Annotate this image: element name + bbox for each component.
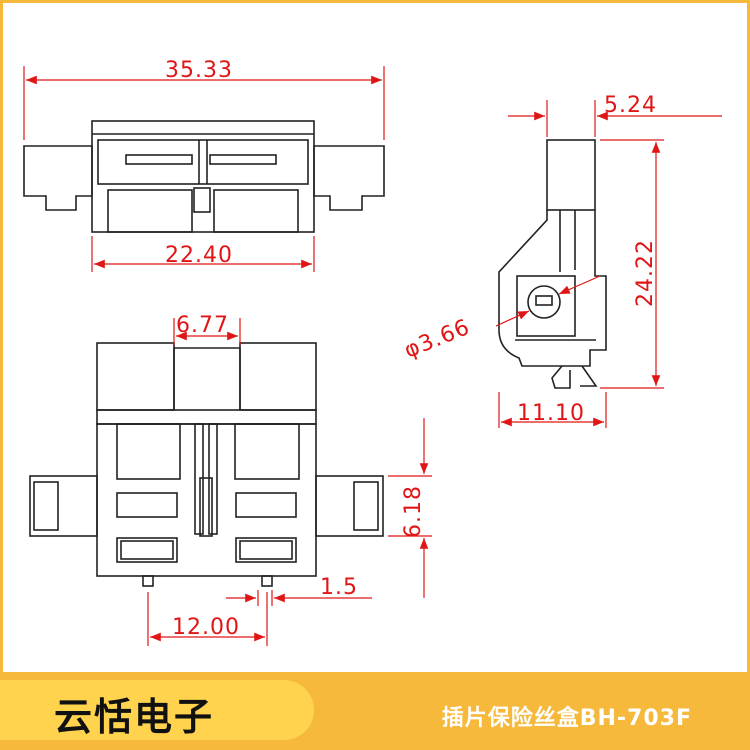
top-view <box>23 120 385 233</box>
dim-pin-pitch: 12.00 <box>172 615 240 640</box>
front-view <box>29 342 384 587</box>
dim-top-width: 35.33 <box>165 58 233 83</box>
brand-badge <box>0 680 314 740</box>
side-view <box>498 139 607 389</box>
dim-side-height: 24.22 <box>633 239 658 307</box>
dim-side-width: 5.24 <box>604 93 657 118</box>
dim-front-height: 6.18 <box>401 485 426 538</box>
side-view-dimensions <box>495 100 722 428</box>
front-view-dimensions <box>147 318 432 646</box>
top-view-dimensions <box>23 66 385 272</box>
product-title: 插片保险丝盒BH-703F <box>441 706 692 731</box>
dim-side-base: 11.10 <box>517 401 585 426</box>
dim-top-inner-width: 22.40 <box>165 243 233 268</box>
brand-name: 云恬电子 <box>54 695 215 739</box>
dim-hole-diameter: φ3.66 <box>401 315 474 364</box>
dim-pin-width: 1.5 <box>320 575 358 600</box>
dim-front-gap: 6.77 <box>176 313 229 338</box>
technical-drawing: 35.33 22.40 5.24 24.22 11.10 φ3.66 <box>23 58 722 646</box>
